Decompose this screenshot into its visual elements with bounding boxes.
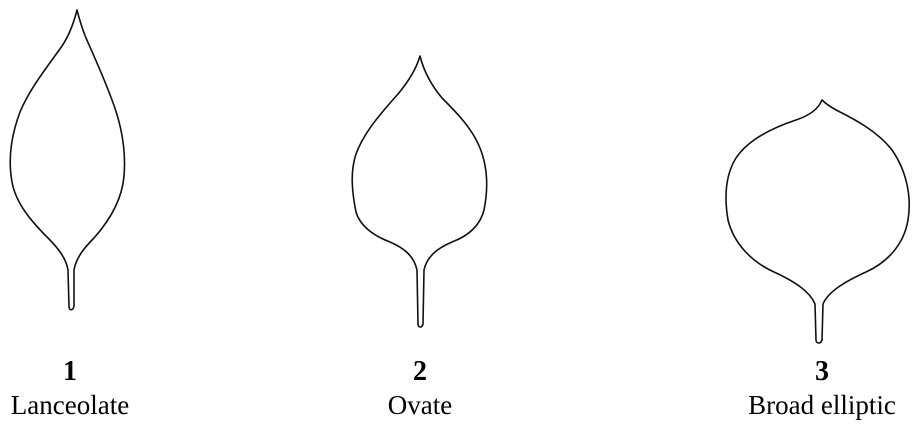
leaf-number-1: 1	[0, 356, 190, 388]
leaf-shape-label-2: Ovate	[300, 388, 540, 422]
broad-elliptic-leaf-outline	[726, 100, 909, 343]
caption-broad-elliptic: 3 Broad elliptic	[702, 356, 914, 422]
leaf-number-3: 3	[702, 356, 914, 388]
leaf-shape-label-1: Lanceolate	[0, 388, 190, 422]
caption-lanceolate: 1 Lanceolate	[0, 356, 190, 422]
lanceolate-leaf-outline	[10, 10, 124, 310]
leaf-drawings	[0, 0, 914, 360]
caption-ovate: 2 Ovate	[300, 356, 540, 422]
leaf-shape-label-3: Broad elliptic	[702, 388, 914, 422]
ovate-leaf-outline	[352, 56, 486, 327]
leaf-number-2: 2	[300, 356, 540, 388]
